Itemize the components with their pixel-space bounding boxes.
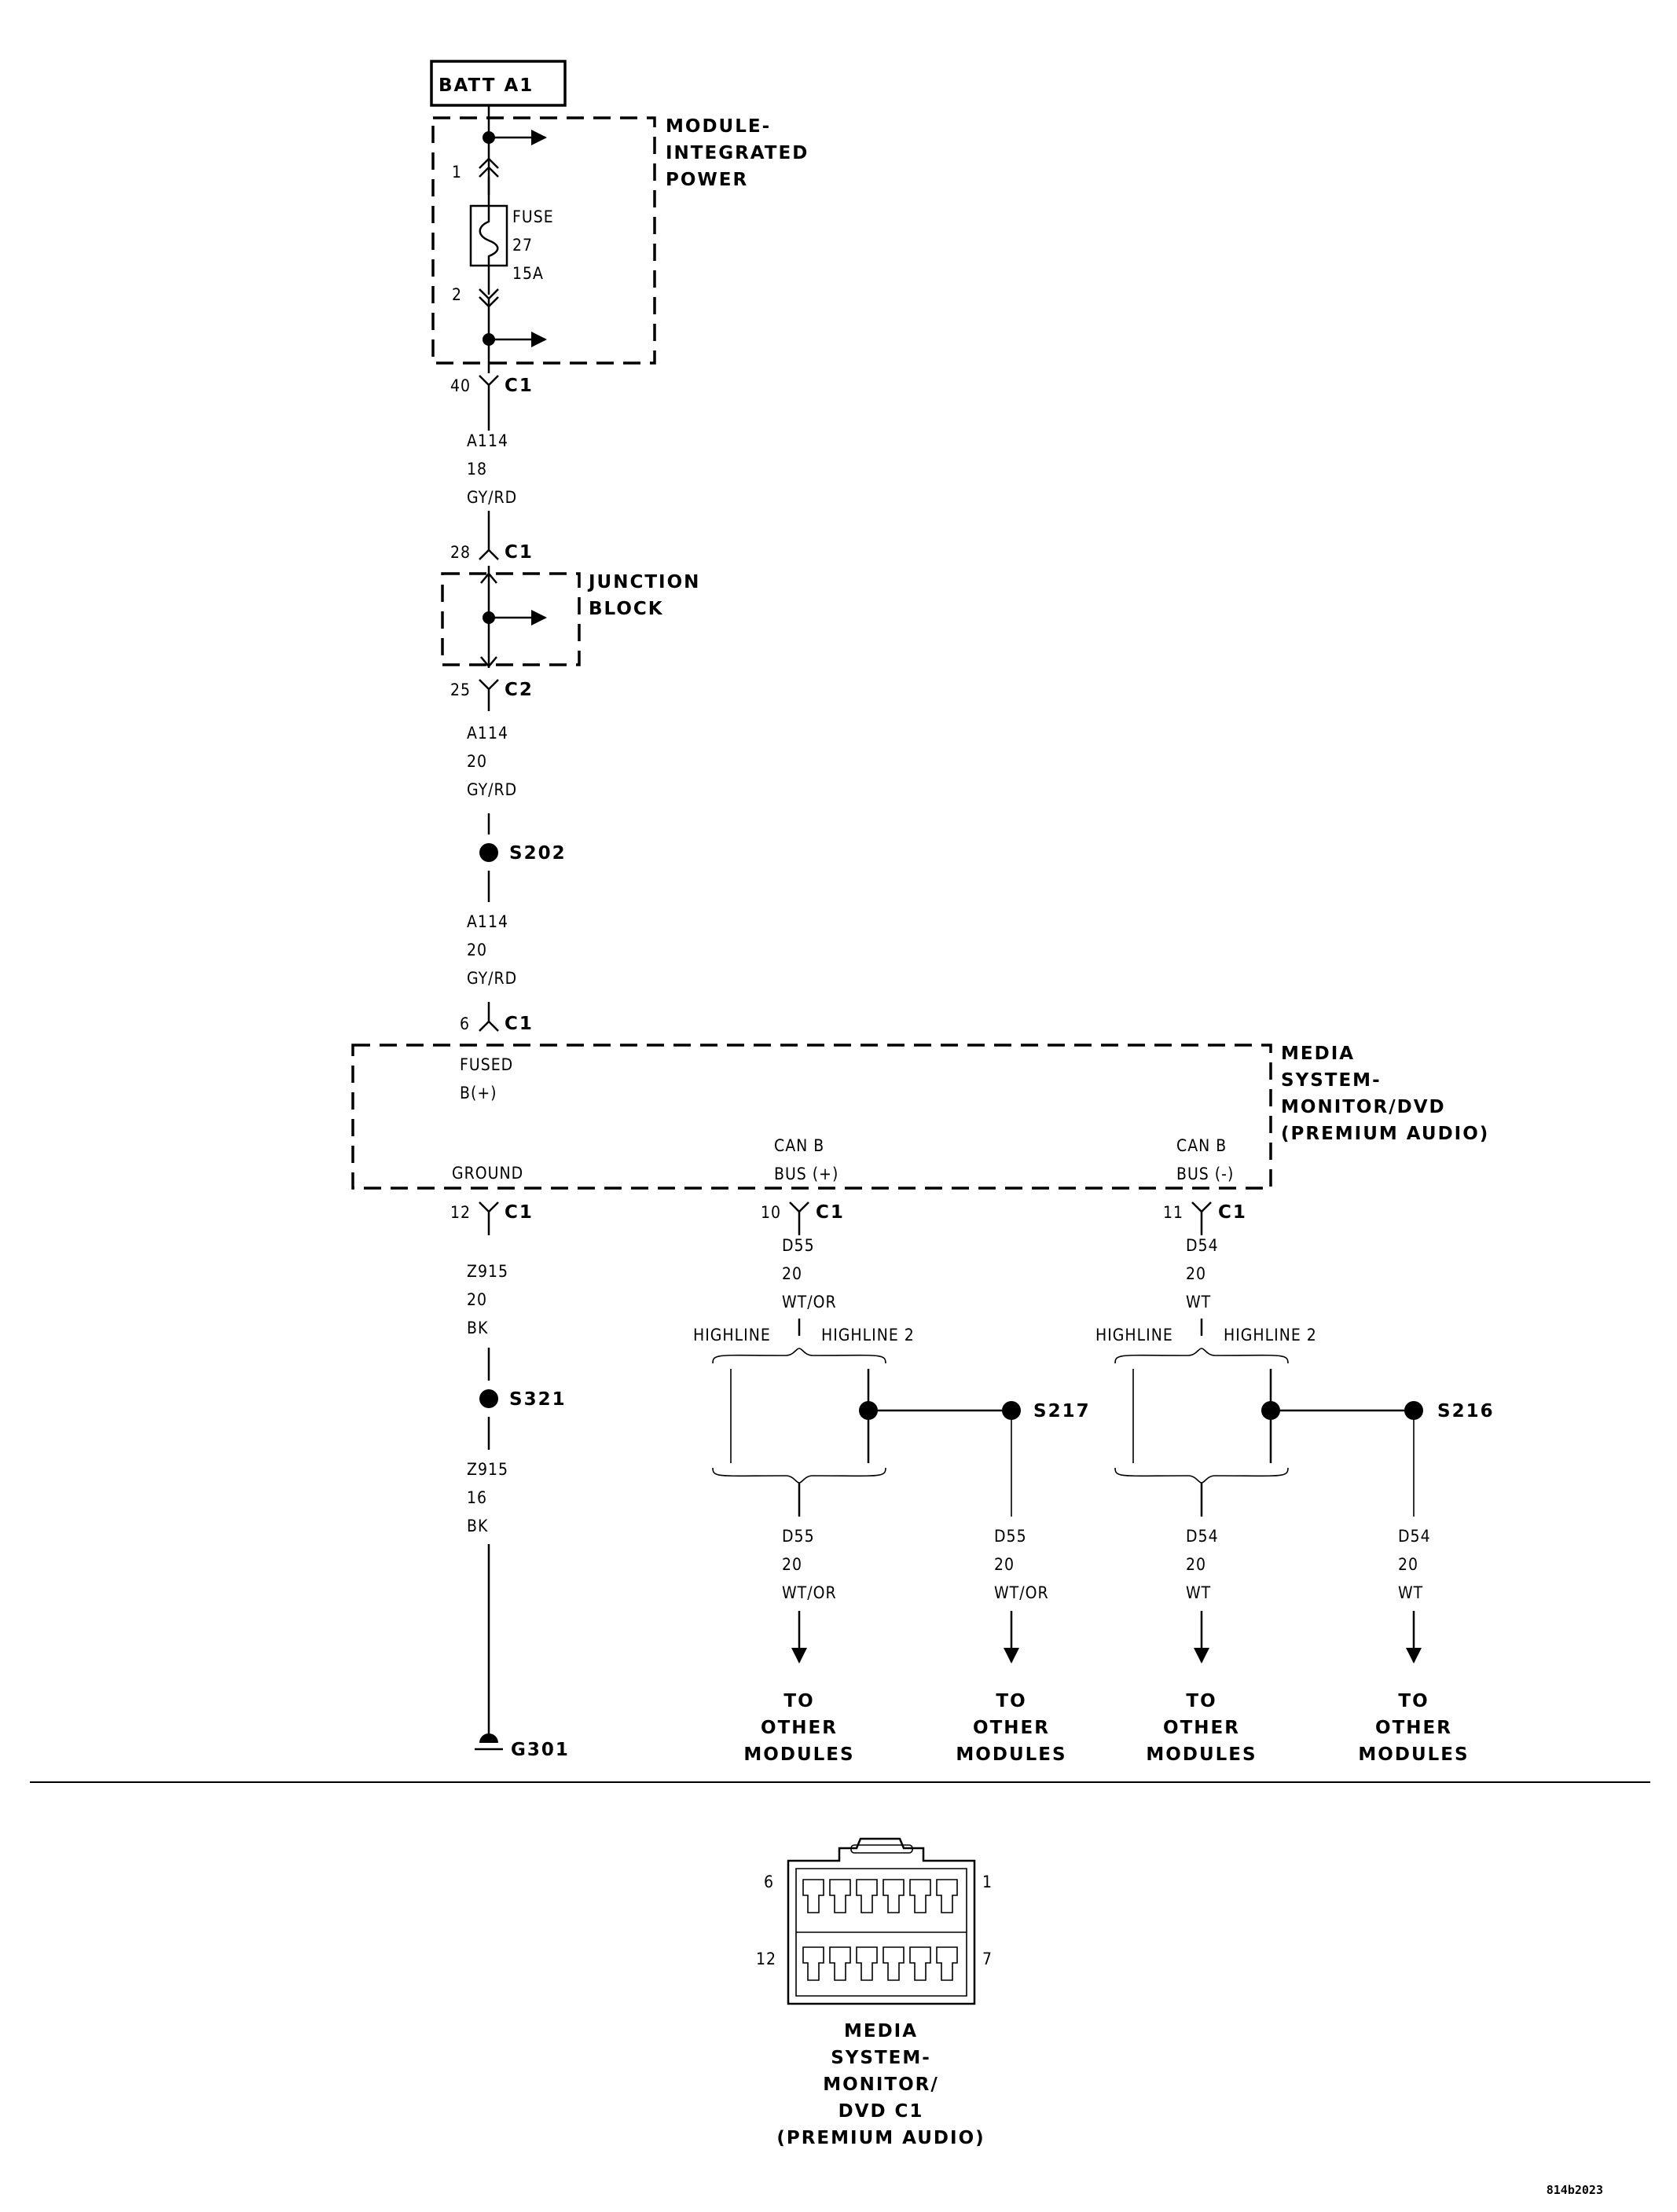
splice-s217 <box>1002 1401 1021 1420</box>
svg-text:C1: C1 <box>505 1014 534 1034</box>
ground-g301: G301 <box>475 1733 570 1760</box>
connector-cavity <box>856 1946 878 1981</box>
svg-text:11: 11 <box>1163 1203 1183 1222</box>
fuse-symbol <box>469 204 508 267</box>
splice-s217-label: S217 <box>1033 1401 1091 1421</box>
cavity-label-12: 12 <box>756 1950 776 1968</box>
figure-id: 814b2023 <box>1547 2183 1603 2197</box>
svg-text:C2: C2 <box>505 680 534 700</box>
splice-s202-label: S202 <box>509 843 567 864</box>
connector-cavity <box>883 1879 905 1913</box>
connector-c1-pin11: 11 C1 <box>1163 1201 1247 1235</box>
connector-cavity <box>936 1879 958 1913</box>
splice-s321 <box>479 1389 498 1408</box>
battery-source: BATT A1 <box>430 60 567 107</box>
svg-text:C1: C1 <box>505 376 534 396</box>
battery-label: BATT A1 <box>439 75 534 96</box>
junction-exit-chevron <box>480 656 497 668</box>
connector-cavity <box>829 1946 851 1981</box>
fuse-pin-2: 2 <box>452 285 462 304</box>
connector-c1-pin28: 28 C1 <box>450 542 534 563</box>
option-brace-top <box>1114 1348 1289 1364</box>
connector-c1-pin10: 10 C1 <box>761 1201 845 1235</box>
svg-text:C1: C1 <box>505 542 534 563</box>
svg-text:40: 40 <box>450 376 471 395</box>
ground-label: G301 <box>511 1740 570 1760</box>
option-brace-top <box>712 1348 886 1364</box>
connector-cavity <box>802 1879 824 1913</box>
connector-c2-pin25: 25 C2 <box>450 679 534 711</box>
option-highline-right: HIGHLINE <box>1095 1326 1173 1344</box>
connector-cavity <box>856 1879 878 1913</box>
option-highline-left: HIGHLINE <box>693 1326 771 1344</box>
connector-cavity <box>909 1946 931 1981</box>
svg-text:10: 10 <box>761 1203 781 1222</box>
cavity-label-7: 7 <box>982 1950 993 1968</box>
connector-cavity <box>883 1946 905 1981</box>
fuse-pin-1: 1 <box>452 163 462 182</box>
svg-text:C1: C1 <box>1218 1202 1247 1223</box>
option-brace-bottom <box>1114 1467 1289 1484</box>
connector-c1-pin40: 40 C1 <box>450 375 534 409</box>
cavity-label-1: 1 <box>982 1873 993 1891</box>
connector-c1-pin12: 12 C1 <box>450 1201 534 1235</box>
pin-ground: GROUND <box>452 1164 523 1183</box>
connector-cavity <box>829 1879 851 1913</box>
svg-text:6: 6 <box>460 1014 470 1033</box>
svg-text:12: 12 <box>450 1203 471 1222</box>
connector-face-view <box>787 1837 976 2005</box>
svg-text:28: 28 <box>450 543 471 562</box>
connector-cavity <box>936 1946 958 1981</box>
splice-s321-label: S321 <box>509 1389 567 1410</box>
fuse-pin-1-chevron <box>479 157 499 178</box>
svg-text:C1: C1 <box>816 1202 845 1223</box>
splice-s202 <box>479 843 498 862</box>
connector-cavity <box>909 1879 931 1913</box>
cavity-label-6: 6 <box>764 1873 774 1891</box>
splice-s216-label: S216 <box>1437 1401 1495 1421</box>
svg-text:C1: C1 <box>505 1202 534 1223</box>
junction-entry-chevron <box>480 572 497 584</box>
option-highline2-right: HIGHLINE 2 <box>1224 1326 1317 1344</box>
connector-cavity <box>802 1946 824 1981</box>
option-highline2-left: HIGHLINE 2 <box>821 1326 915 1344</box>
splice-s216 <box>1404 1401 1423 1420</box>
svg-text:25: 25 <box>450 680 471 699</box>
connector-c1-pin6: 6 C1 <box>460 1014 534 1034</box>
option-brace-bottom <box>712 1467 886 1484</box>
